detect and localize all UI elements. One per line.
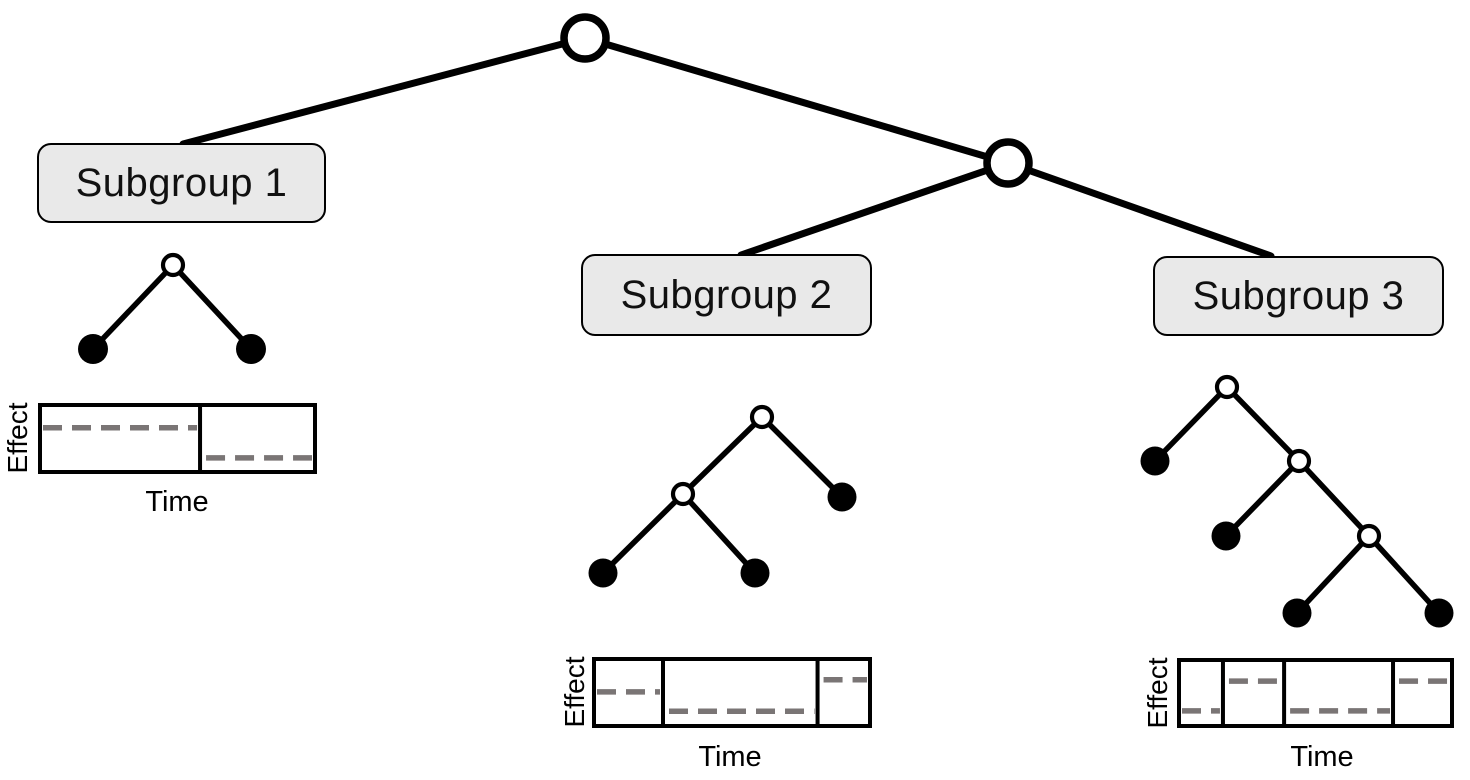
subgroup2-label: Subgroup 2 bbox=[620, 272, 833, 317]
open-node-icon bbox=[1214, 374, 1240, 400]
subgroup3-effect-plot bbox=[1177, 658, 1454, 728]
subgroup1-label: Subgroup 1 bbox=[75, 160, 288, 205]
subgroup1-yaxis-label: Effect bbox=[2, 402, 33, 474]
plot-frame bbox=[38, 403, 317, 474]
tree-edge bbox=[1224, 459, 1301, 538]
tree-edge bbox=[681, 415, 764, 496]
root-node-icon bbox=[560, 13, 610, 63]
open-node-icon bbox=[749, 404, 775, 430]
subgroup3-label: Subgroup 3 bbox=[1192, 273, 1405, 318]
subgroup3-tree bbox=[1140, 374, 1454, 628]
tree-edge bbox=[1366, 534, 1442, 615]
tree-edge bbox=[1294, 534, 1372, 615]
plot-frame bbox=[1177, 658, 1454, 728]
tree-edge bbox=[1225, 385, 1301, 463]
leaf-node-icon bbox=[78, 334, 108, 364]
subgroup1-box: Subgroup 1 bbox=[37, 143, 326, 223]
tree-edge bbox=[601, 492, 685, 575]
edge-root-to-subgroup1 bbox=[179, 34, 589, 148]
subgroup2-effect-plot bbox=[592, 657, 872, 728]
leaf-node-icon bbox=[827, 482, 857, 512]
subgroup2-box: Subgroup 2 bbox=[581, 254, 872, 336]
internal-node-icon bbox=[983, 138, 1033, 188]
tree-edge bbox=[1153, 385, 1229, 463]
subgroup2-tree bbox=[588, 404, 857, 588]
tree-edge bbox=[680, 492, 758, 575]
tree-edge bbox=[760, 415, 844, 499]
leaf-node-icon bbox=[1211, 521, 1241, 551]
leaf-node-icon bbox=[588, 558, 618, 588]
subgroup1-tree bbox=[78, 252, 266, 364]
subgroup3-xaxis-label: Time bbox=[1290, 741, 1354, 773]
tree-edge bbox=[170, 263, 254, 351]
leaf-node-icon bbox=[740, 558, 770, 588]
edge-internal-to-subgroup2 bbox=[737, 159, 1012, 259]
tree-edge bbox=[1296, 459, 1372, 538]
tree-edge bbox=[91, 263, 175, 351]
plot-frame bbox=[592, 657, 872, 728]
subgroup2-yaxis-label: Effect bbox=[559, 656, 590, 728]
open-node-icon bbox=[1356, 523, 1382, 549]
open-node-icon bbox=[1286, 448, 1312, 474]
leaf-node-icon bbox=[236, 334, 266, 364]
open-node-icon bbox=[160, 252, 186, 278]
subgroup2-xaxis-label: Time bbox=[698, 741, 762, 773]
leaf-node-icon bbox=[1424, 598, 1454, 628]
subgroup3-yaxis-label: Effect bbox=[1142, 657, 1173, 729]
subgroup1-xaxis-label: Time bbox=[145, 486, 209, 518]
leaf-node-icon bbox=[1282, 598, 1312, 628]
leaf-node-icon bbox=[1140, 446, 1170, 476]
edge-internal-to-subgroup3 bbox=[1004, 159, 1275, 260]
open-node-icon bbox=[670, 481, 696, 507]
subgroup1-effect-plot bbox=[38, 403, 317, 474]
edge-root-to-internal-node bbox=[581, 34, 1012, 167]
subgroup3-box: Subgroup 3 bbox=[1153, 256, 1444, 336]
